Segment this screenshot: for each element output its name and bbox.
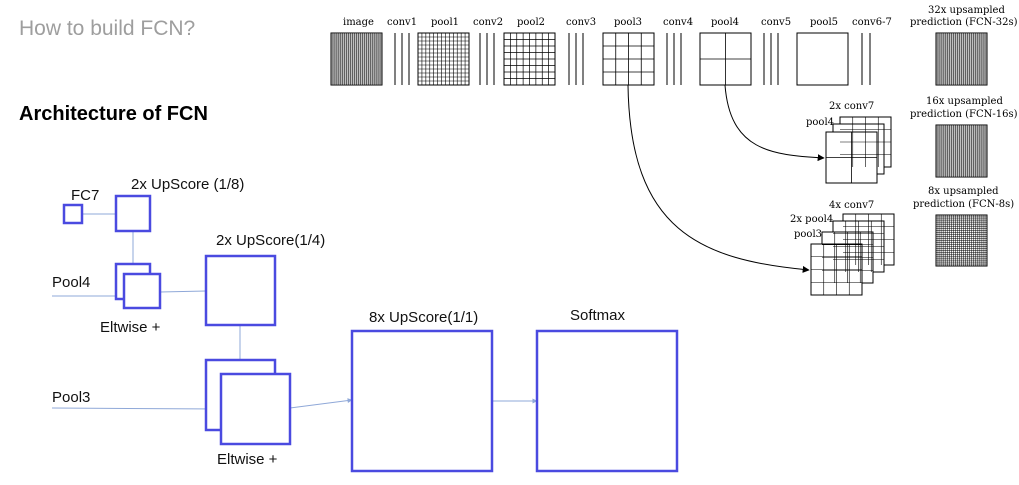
pred-8-line1: 8x upsampled [928, 186, 999, 197]
box-upscore-1-4 [204, 254, 277, 327]
layer-pool5 [796, 32, 849, 86]
layer-pool1 [417, 32, 470, 86]
pool4-label: Pool4 [52, 274, 91, 291]
layer-label-conv6-7: conv6-7 [852, 17, 892, 28]
line-eltwise-upscore14 [159, 290, 207, 293]
eltwise-1-label: Eltwise + [100, 319, 161, 336]
section-title: Architecture of FCN [19, 103, 208, 125]
pred-32-line2: prediction (FCN-32s) [910, 17, 1018, 28]
upscore-1-1-label: 8x UpScore(1/1) [369, 309, 479, 326]
upscore-1-8-label: 2x UpScore (1/8) [131, 176, 245, 193]
layer-label-pool2: pool2 [517, 17, 546, 28]
pool3-skip-label: pool3 [794, 229, 823, 240]
layer-label-pool3: pool3 [614, 17, 643, 28]
box-upscore-1-8 [114, 194, 152, 233]
line-pool3-eltwise2 [51, 407, 221, 410]
layer-pool1-grid [418, 33, 469, 85]
pool4-skip-label: pool4 [806, 117, 835, 128]
box-softmax [535, 329, 679, 473]
pred-8-line2: prediction (FCN-8s) [913, 199, 1015, 210]
layer-label-conv3: conv3 [566, 17, 597, 28]
softmax-label: Softmax [570, 307, 626, 324]
box-eltwise-1-front [122, 272, 162, 310]
layer-label-pool1: pool1 [431, 17, 460, 28]
box-eltwise-2-front [219, 372, 292, 446]
layer-pool2-grid [504, 33, 555, 85]
arrow-pool4-skip [724, 84, 825, 162]
pred-32-line1: 32x upsampled [928, 5, 1005, 16]
layer-label-conv5: conv5 [761, 17, 792, 28]
eltwise-2-label: Eltwise + [217, 451, 278, 468]
slide-title: How to build FCN? [19, 17, 196, 40]
layer-label-conv4: conv4 [663, 17, 694, 28]
layer-label-conv2: conv2 [473, 17, 504, 28]
layer-label-pool5: pool5 [810, 17, 839, 28]
fc7-label: FC7 [71, 187, 100, 204]
conv7-4x-label: 4x conv7 [829, 200, 875, 211]
upscore-1-4-label: 2x UpScore(1/4) [216, 232, 326, 249]
line-eltwise2-upscore11 [289, 398, 353, 409]
pool4-2x-label: 2x pool4 [790, 214, 834, 225]
box-upscore-1-1 [350, 329, 494, 473]
layer-pool3-grid [603, 33, 654, 85]
pool3-label: Pool3 [52, 389, 91, 406]
conv7-2x-label: 2x conv7 [829, 101, 875, 112]
box-fc7 [62, 203, 84, 225]
layer-label-pool4: pool4 [711, 17, 740, 28]
layer-image-grid [331, 33, 382, 85]
arrow-pool3-skip [627, 84, 810, 273]
pred-16-line1: 16x upsampled [926, 96, 1003, 107]
pred-16-line2: prediction (FCN-16s) [910, 109, 1018, 120]
layer-label-conv1: conv1 [387, 17, 418, 28]
layer-label-image: image [343, 17, 374, 28]
